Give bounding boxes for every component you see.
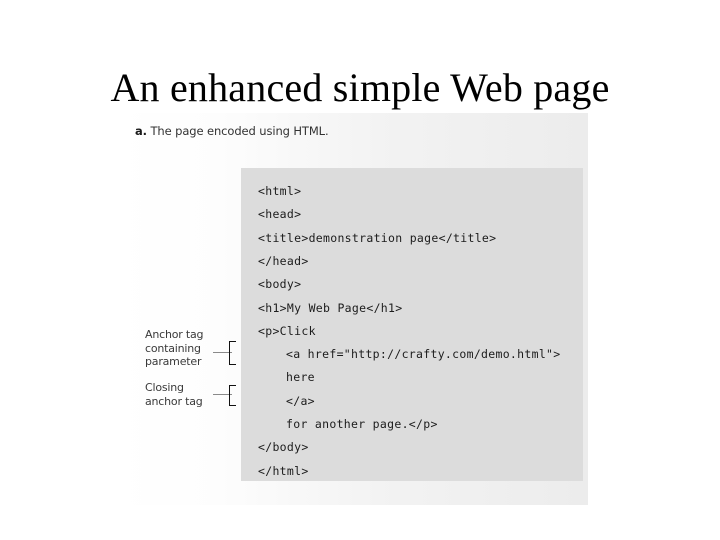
page-title: An enhanced simple Web page (110, 64, 610, 110)
html-code-block: <html> <head> <title>demonstration page</t… (241, 168, 583, 481)
annotation-closing-anchor-tag: Closing anchor tag (145, 381, 203, 408)
figure-caption-text: The page encoded using HTML. (146, 124, 329, 138)
figure-panel: a. The page encoded using HTML. <html><h… (117, 113, 588, 505)
code-line: </a> (286, 393, 315, 408)
bracket-anchor-open (229, 341, 236, 365)
code-line: <a href="http://crafty.com/demo.html"> (286, 347, 561, 362)
code-line: </body> (258, 440, 309, 455)
annotation-anchor-tag-containing-parameter: Anchor tag containing parameter (145, 328, 204, 368)
code-line: </head> (258, 253, 309, 268)
code-line: for another page.</p> (286, 417, 438, 431)
bracket-anchor-close (229, 385, 236, 406)
leader-line-anchor-open (213, 352, 232, 353)
code-line: <title>demonstration page</title> (258, 230, 497, 245)
code-line: <p>Click (258, 323, 316, 338)
figure-caption: a. The page encoded using HTML. (135, 124, 329, 138)
code-line: <head> (258, 207, 302, 222)
code-line: <html> (258, 184, 302, 198)
code-line: here (286, 370, 315, 385)
figure-caption-letter: a. (135, 124, 147, 138)
code-line: </html> (258, 463, 309, 478)
code-line: <body> (258, 277, 302, 292)
code-line: <h1>My Web Page</h1> (258, 300, 403, 315)
leader-line-anchor-close (213, 394, 232, 395)
